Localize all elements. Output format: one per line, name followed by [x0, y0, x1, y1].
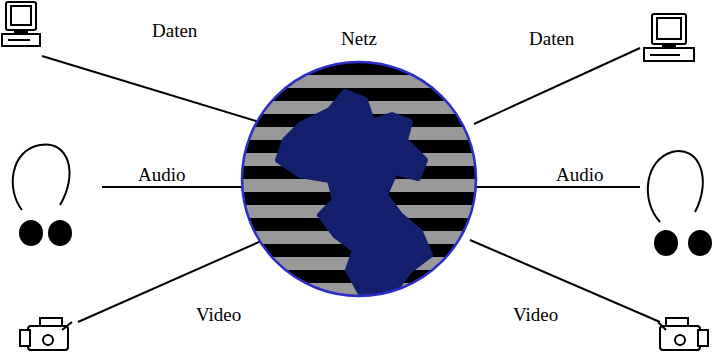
channel-label: Video: [511, 305, 560, 326]
camcorder-icon: [658, 318, 708, 350]
continent-shape: [278, 92, 430, 292]
computer-icon: [2, 2, 40, 46]
camcorder-icon: [20, 318, 72, 350]
data-line: [42, 56, 266, 124]
video-line: [470, 240, 660, 322]
channel-label: Daten: [527, 29, 576, 50]
audio-line: [476, 186, 640, 188]
network-globe: Netz: [241, 28, 477, 298]
globe: [240, 60, 480, 309]
channel-label: Daten: [150, 21, 199, 42]
headphones-icon: [648, 151, 712, 256]
connection-lines: [42, 48, 660, 322]
channel-label: Video: [194, 305, 243, 326]
channel-label: Audio: [554, 165, 606, 186]
computer-icon: [644, 14, 694, 61]
channel-label: Audio: [136, 165, 188, 186]
node-heading: Netz: [241, 28, 477, 50]
globe-outline: [242, 62, 476, 296]
data-line: [474, 48, 640, 124]
headphones-icon: [13, 145, 72, 246]
audio-line: [102, 186, 243, 188]
